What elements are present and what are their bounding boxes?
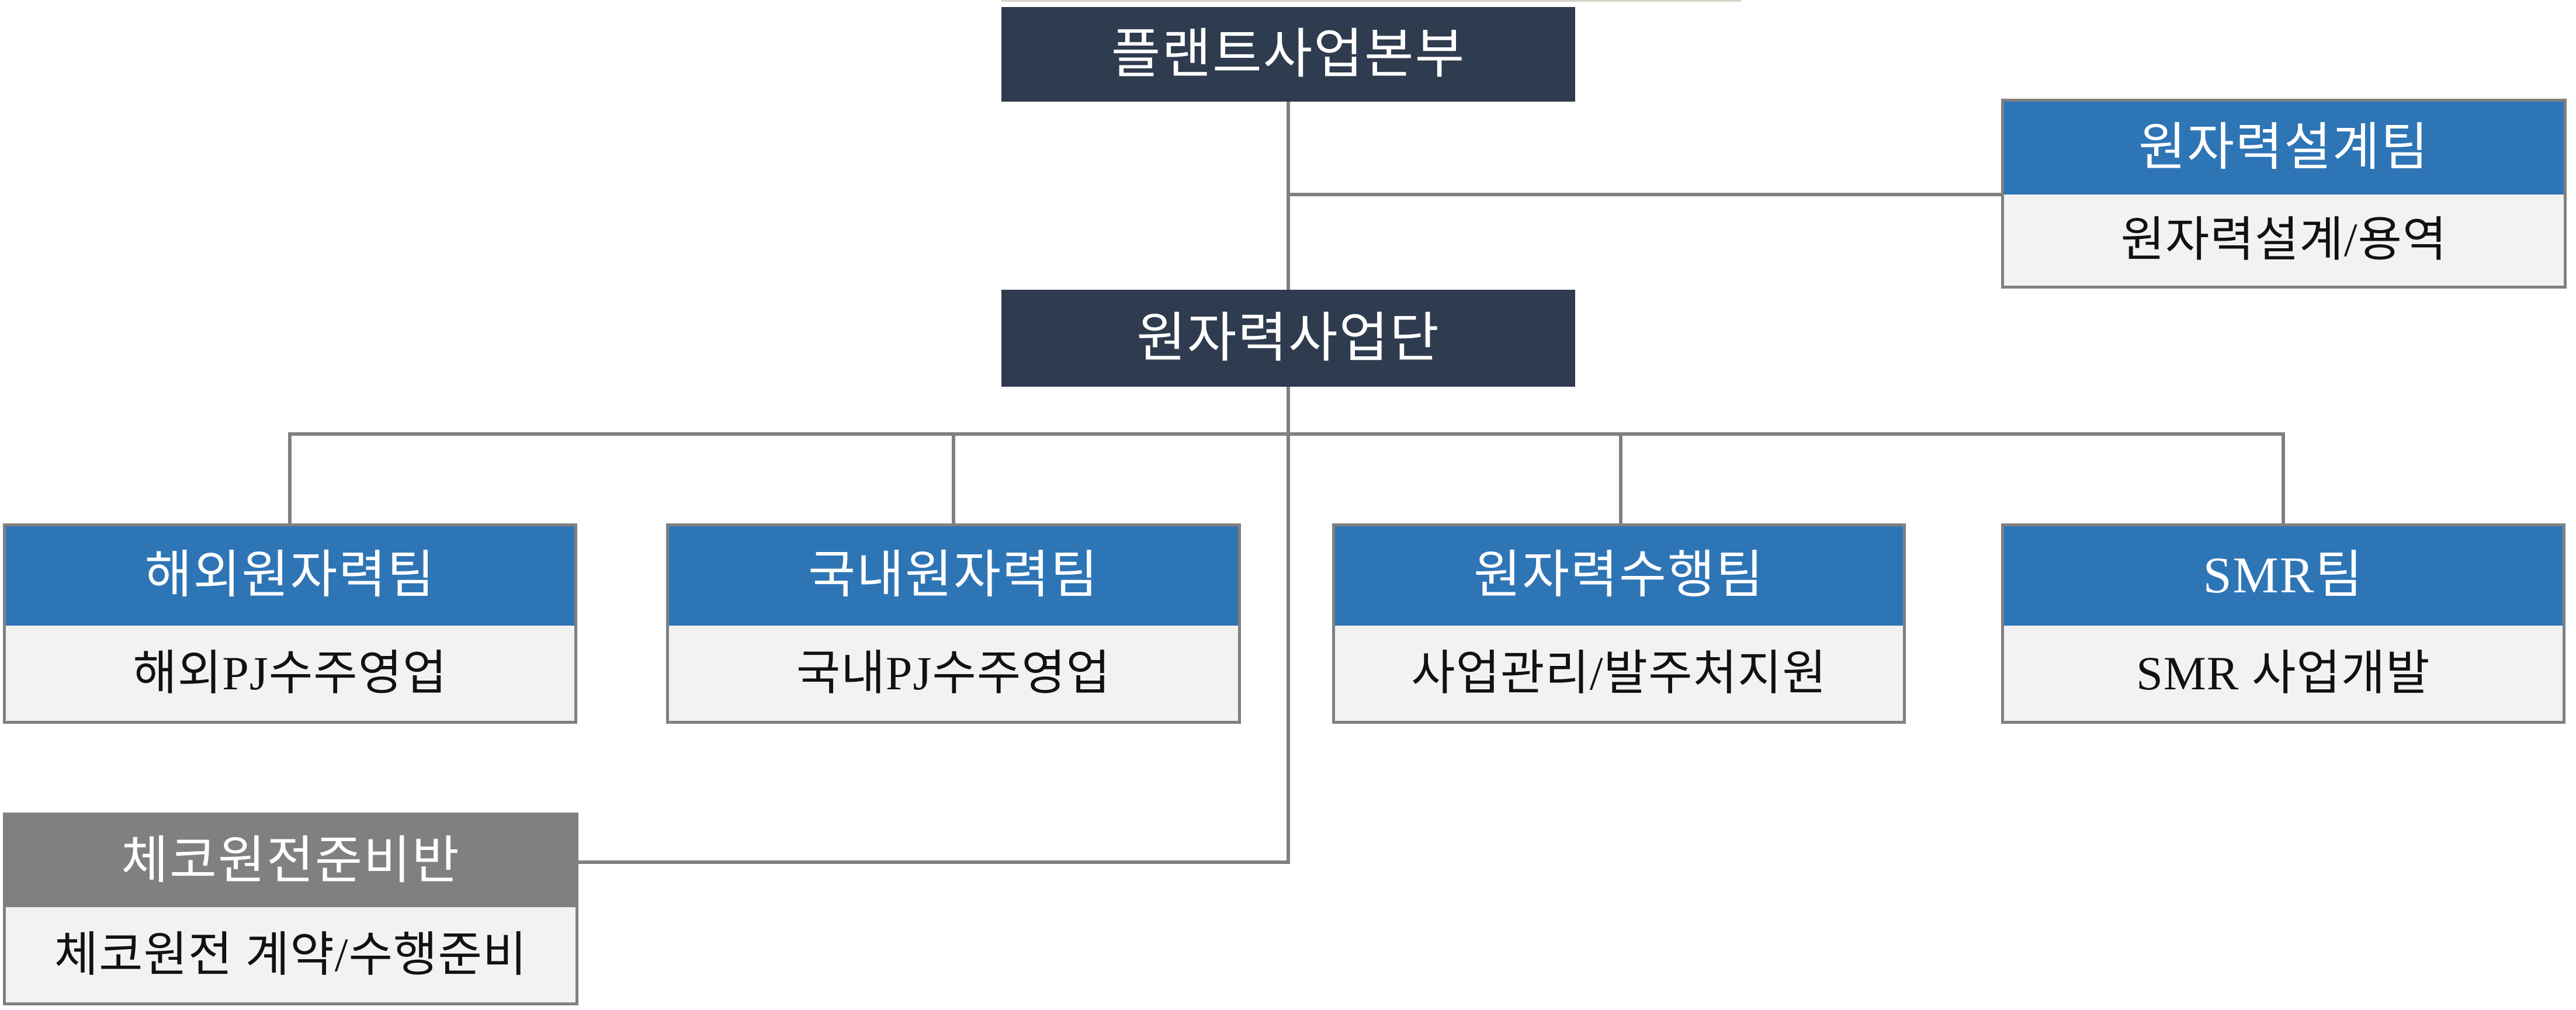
team-header: SMR팀 (2004, 526, 2563, 626)
task-force-title: 체코원전준비반 (121, 832, 460, 890)
design-team-card: 원자력설계팀 원자력설계/용역 (2001, 99, 2567, 289)
connector-drop-team-1 (288, 432, 292, 526)
design-team-header: 원자력설계팀 (2004, 102, 2564, 195)
connector-division-down (1287, 387, 1290, 864)
team-header: 국내원자력팀 (669, 526, 1238, 626)
org-division-box: 원자력사업단 (1001, 290, 1575, 387)
team-card-domestic: 국내원자력팀 국내PJ수주영업 (666, 523, 1241, 724)
team-header: 해외원자력팀 (6, 526, 574, 626)
task-force-body: 체코원전 계약/수행준비 (6, 907, 575, 1002)
connector-drop-team-2 (952, 432, 955, 526)
team-body: 사업관리/발주처지원 (1335, 626, 1903, 721)
team-card-overseas: 해외원자력팀 해외PJ수주영업 (3, 523, 577, 724)
task-force-card: 체코원전준비반 체코원전 계약/수행준비 (3, 813, 578, 1005)
team-body: SMR 사업개발 (2004, 626, 2563, 721)
task-force-header: 체코원전준비반 (6, 815, 575, 907)
team-title: SMR팀 (2203, 547, 2364, 604)
design-team-body: 원자력설계/용역 (2004, 195, 2564, 286)
top-edge-artifact (1001, 0, 1741, 2)
org-division-label: 원자력사업단 (1136, 308, 1440, 368)
team-header: 원자력수행팀 (1335, 526, 1903, 626)
design-team-title: 원자력설계팀 (2138, 119, 2429, 176)
connector-drop-team-3 (1619, 432, 1622, 526)
team-description: 국내PJ수주영업 (796, 646, 1111, 700)
team-description: 사업관리/발주처지원 (1411, 646, 1827, 700)
team-description: 해외PJ수주영업 (133, 646, 448, 700)
connector-teams-branch (288, 432, 2285, 436)
team-body: 해외PJ수주영업 (6, 626, 574, 721)
connector-task-force (577, 860, 1290, 864)
org-root-box: 플랜트사업본부 (1001, 7, 1575, 102)
design-team-description: 원자력설계/용역 (2120, 213, 2447, 266)
team-title: 원자력수행팀 (1474, 547, 1764, 604)
team-card-smr: SMR팀 SMR 사업개발 (2001, 523, 2565, 724)
team-description: SMR 사업개발 (2136, 646, 2431, 700)
connector-to-design-team (1288, 193, 2001, 196)
org-root-label: 플랜트사업본부 (1111, 25, 1466, 84)
connector-drop-team-4 (2282, 432, 2285, 526)
team-card-execution: 원자력수행팀 사업관리/발주처지원 (1332, 523, 1906, 724)
task-force-description: 체코원전 계약/수행준비 (54, 928, 528, 981)
team-body: 국내PJ수주영업 (669, 626, 1238, 721)
team-title: 국내원자력팀 (808, 547, 1099, 604)
team-title: 해외원자력팀 (144, 547, 436, 604)
